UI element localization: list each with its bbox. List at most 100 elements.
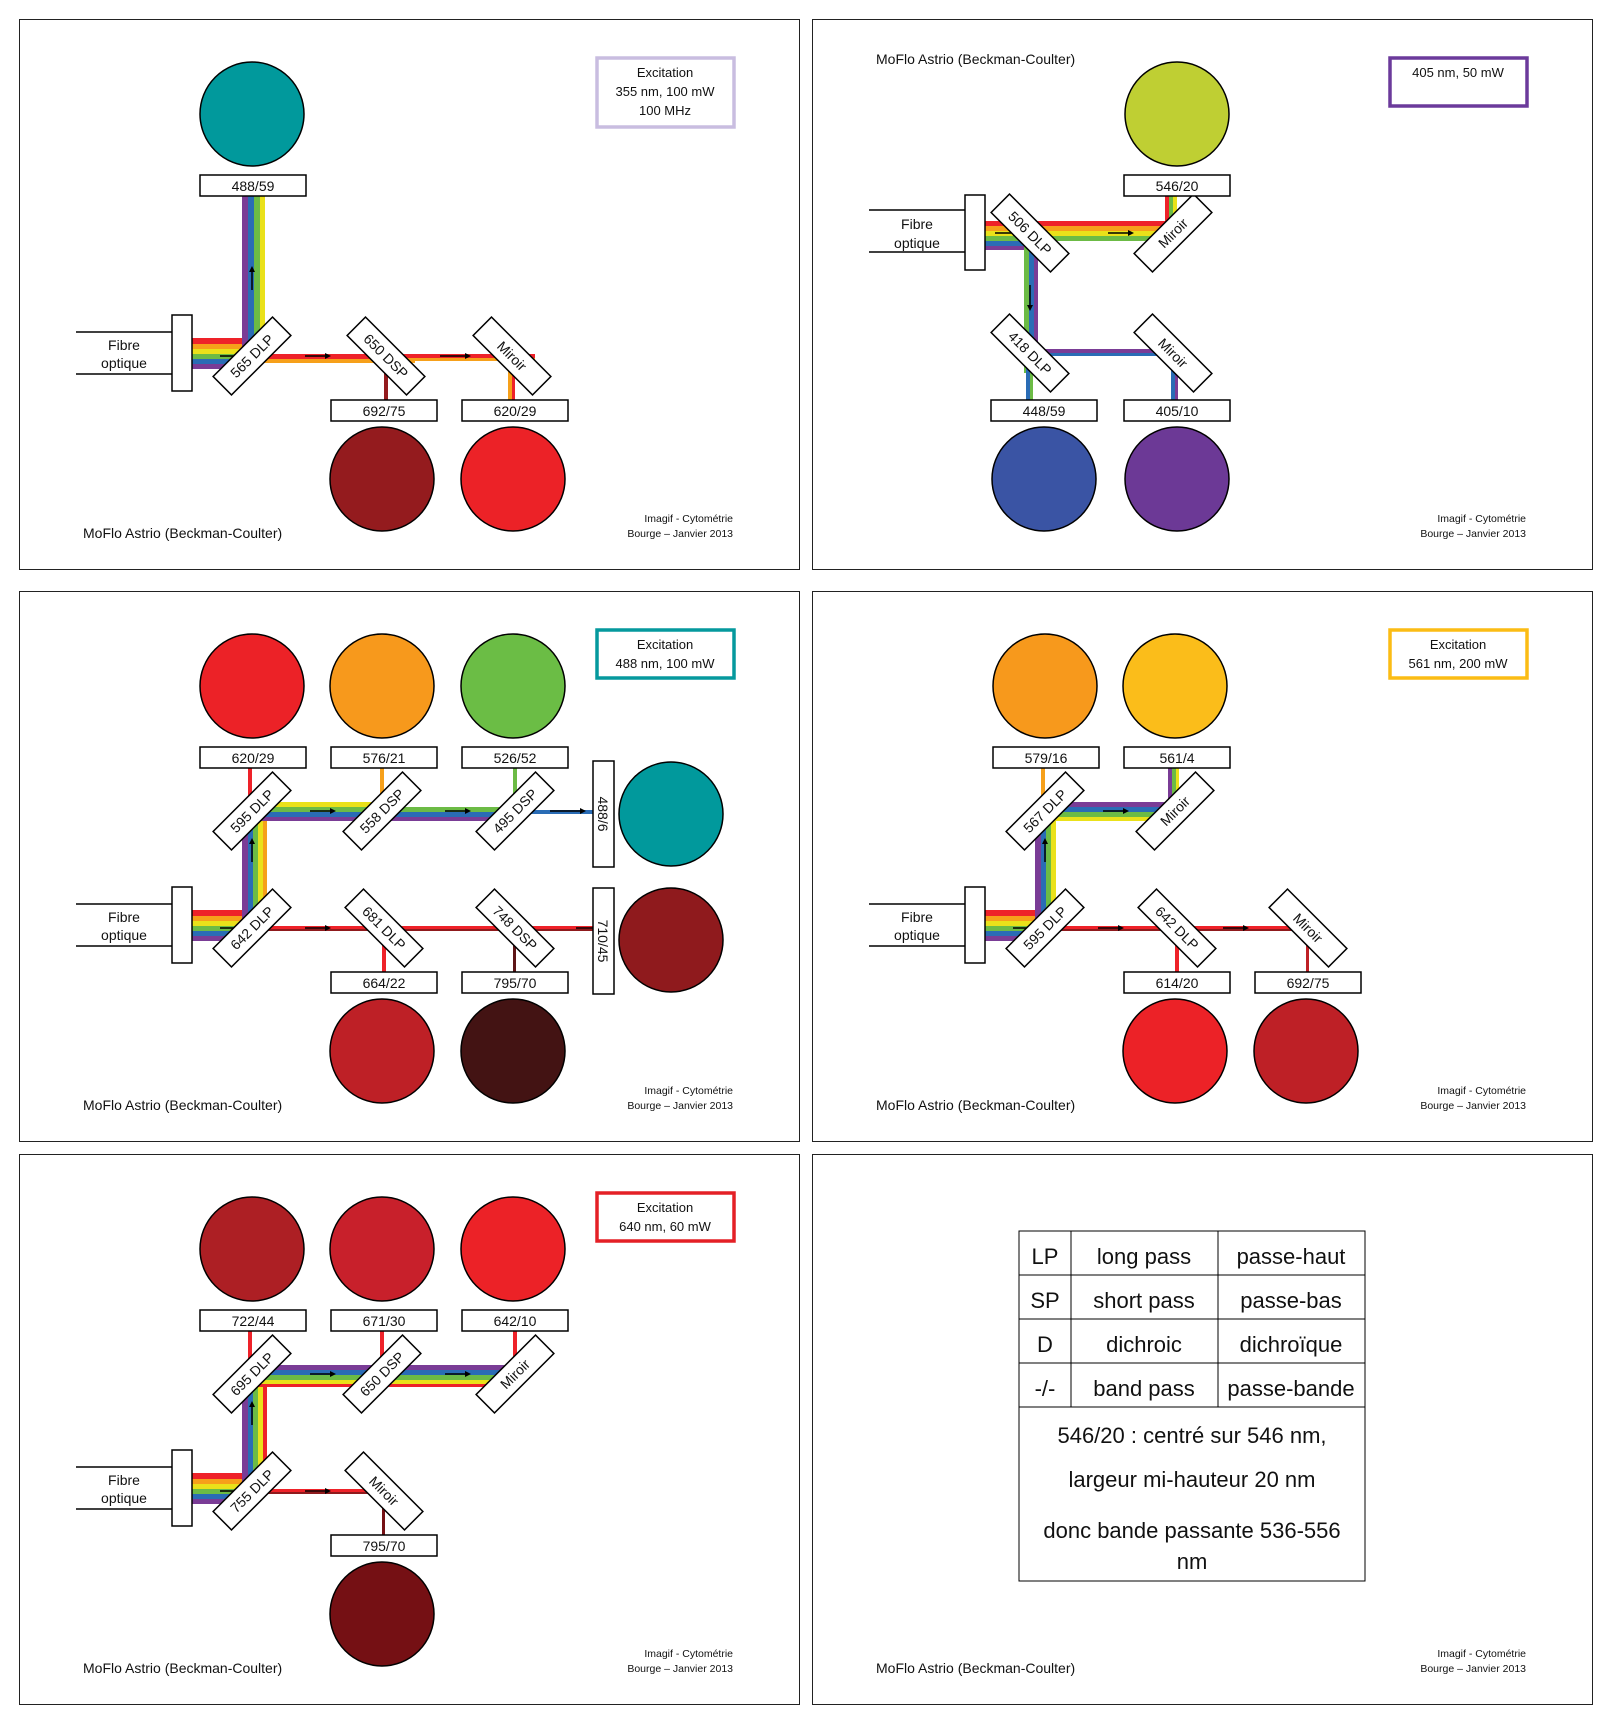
optic-755-dlp: 755 DLP — [212, 1451, 292, 1531]
detector-405-10 — [1124, 426, 1230, 532]
panel-355: Fibre optique 565 DLP 650 DSP Miroir 488… — [19, 19, 800, 570]
credit-line-1: Imagif - Cytométrie — [1437, 1648, 1526, 1660]
legend-en-bp: band pass — [1093, 1376, 1195, 1401]
fibre-holder — [171, 314, 193, 392]
panel-405: Fibre optique 506 DLP Miroir 418 DLP Mir… — [812, 19, 1593, 570]
filter-671-30: 671/30 — [330, 1309, 438, 1332]
detector-488-59 — [199, 61, 305, 167]
fibre-holder — [171, 1449, 193, 1527]
excitation-line-3: 100 MHz — [639, 103, 691, 118]
filter-795-70: 795/70 — [330, 1534, 438, 1557]
detector-620-29 — [460, 426, 566, 532]
svg-text:579/16: 579/16 — [1025, 750, 1068, 766]
credit-line-2: Bourge – Janvier 2013 — [627, 1100, 733, 1112]
optic-495-dsp: 495 DSP — [475, 771, 555, 851]
fibre-holder — [964, 886, 986, 964]
beam-up — [242, 196, 265, 360]
credit-line-1: Imagif - Cytométrie — [1437, 1085, 1526, 1097]
svg-text:795/70: 795/70 — [494, 975, 537, 991]
filter-579-16: 579/16 — [992, 746, 1100, 769]
diagram-355: Fibre optique 565 DLP 650 DSP Miroir 488… — [76, 56, 736, 541]
detector-692-75 — [1253, 998, 1359, 1104]
legend-fr-sp: passe-bas — [1240, 1288, 1342, 1313]
credit-line-2: Bourge – Janvier 2013 — [1420, 528, 1526, 540]
svg-text:448/59: 448/59 — [1023, 403, 1066, 419]
filter-561-4: 561/4 — [1123, 746, 1231, 769]
svg-text:692/75: 692/75 — [363, 403, 406, 419]
filter-614-20: 614/20 — [1123, 971, 1231, 994]
filter-710-45: 710/45 — [592, 887, 615, 995]
svg-text:614/20: 614/20 — [1156, 975, 1199, 991]
svg-text:664/22: 664/22 — [363, 975, 406, 991]
fibre-label-1: Fibre — [108, 1472, 140, 1488]
filter-546-20: 546/20 — [1123, 174, 1231, 197]
legend-en-d: dichroic — [1106, 1332, 1182, 1357]
optic-miroir-top: Miroir — [475, 1334, 555, 1414]
fibre-label-2: optique — [101, 1490, 147, 1506]
legend-en-lp: long pass — [1097, 1244, 1191, 1269]
legend-note-1: 546/20 : centré sur 546 nm, — [1057, 1423, 1326, 1448]
legend-fr-lp: passe-haut — [1237, 1244, 1346, 1269]
detector-561-4 — [1122, 633, 1228, 739]
credit-line-2: Bourge – Janvier 2013 — [627, 528, 733, 540]
credit-line-2: Bourge – Janvier 2013 — [1420, 1100, 1526, 1112]
svg-text:795/70: 795/70 — [363, 1538, 406, 1554]
excitation-line-2: 355 nm, 100 mW — [616, 84, 716, 99]
instrument-label: MoFlo Astrio (Beckman-Coulter) — [83, 1660, 282, 1676]
filter-642-10: 642/10 — [461, 1309, 569, 1332]
excitation-box — [595, 628, 736, 680]
instrument-label: MoFlo Astrio (Beckman-Coulter) — [876, 1097, 1075, 1113]
excitation-line-2: 561 nm, 200 mW — [1409, 656, 1509, 671]
fibre-label-1: Fibre — [901, 909, 933, 925]
detector-488-6 — [618, 761, 724, 867]
filter-664-22: 664/22 — [330, 971, 438, 994]
fibre-holder — [171, 886, 193, 964]
svg-text:488/59: 488/59 — [232, 178, 275, 194]
diagram-488: Fibre optique 595 DLP 558 DSP 495 DSP 64… — [76, 628, 736, 1113]
panel-legend: LP long pass passe-haut SP short pass pa… — [812, 1154, 1593, 1705]
credit-line-1: Imagif - Cytométrie — [644, 1648, 733, 1660]
diagram-561: Fibre optique 567 DLP Miroir 595 DLP 642… — [869, 628, 1529, 1113]
svg-text:526/52: 526/52 — [494, 750, 537, 766]
svg-text:692/75: 692/75 — [1287, 975, 1330, 991]
legend-abbr-d: D — [1037, 1332, 1053, 1357]
legend-abbr-bp: -/- — [1035, 1376, 1056, 1401]
detector-795-70 — [460, 998, 566, 1104]
fibre-holder — [964, 194, 986, 271]
credit-line-2: Bourge – Janvier 2013 — [627, 1663, 733, 1675]
filter-526-52: 526/52 — [461, 746, 569, 769]
fibre-label-1: Fibre — [108, 909, 140, 925]
filter-795-70: 795/70 — [461, 971, 569, 994]
filter-692-75: 692/75 — [1254, 971, 1362, 994]
instrument-label: MoFlo Astrio (Beckman-Coulter) — [83, 525, 282, 541]
fibre-label-2: optique — [101, 355, 147, 371]
svg-text:671/30: 671/30 — [363, 1313, 406, 1329]
svg-text:576/21: 576/21 — [363, 750, 406, 766]
credit-line-2: Bourge – Janvier 2013 — [1420, 1663, 1526, 1675]
credit-line-1: Imagif - Cytométrie — [644, 513, 733, 525]
excitation-line-1: 405 nm, 50 mW — [1412, 65, 1504, 80]
instrument-label: MoFlo Astrio (Beckman-Coulter) — [83, 1097, 282, 1113]
svg-text:642/10: 642/10 — [494, 1313, 537, 1329]
excitation-line-2: 640 nm, 60 mW — [619, 1219, 711, 1234]
excitation-box — [1388, 56, 1529, 108]
legend-table — [1018, 1230, 1366, 1582]
detector-795-70 — [329, 1561, 435, 1667]
diagram-405: Fibre optique 506 DLP Miroir 418 DLP Mir… — [869, 51, 1529, 540]
filter-488-6: 488/6 — [592, 760, 615, 868]
excitation-line-1: Excitation — [1430, 637, 1486, 652]
legend-note-4: nm — [1177, 1549, 1208, 1574]
svg-text:710/45: 710/45 — [595, 920, 611, 963]
excitation-line-1: Excitation — [637, 65, 693, 80]
panel-561: Fibre optique 567 DLP Miroir 595 DLP 642… — [812, 591, 1593, 1142]
detector-692-75 — [329, 426, 435, 532]
detector-614-20 — [1122, 998, 1228, 1104]
detector-526-52 — [460, 633, 566, 739]
detector-722-44 — [199, 1196, 305, 1302]
credit-line-1: Imagif - Cytométrie — [644, 1085, 733, 1097]
svg-text:561/4: 561/4 — [1159, 750, 1194, 766]
excitation-box — [595, 56, 736, 129]
excitation-line-1: Excitation — [637, 1200, 693, 1215]
detector-620-29 — [199, 633, 305, 739]
detector-664-22 — [329, 998, 435, 1104]
